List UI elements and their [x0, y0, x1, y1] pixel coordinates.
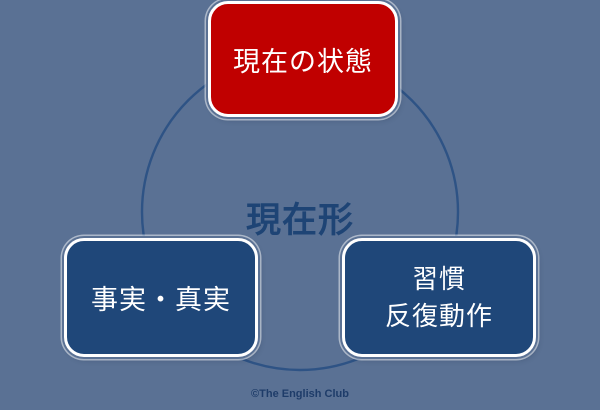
node-habit-line1: 習慣: [411, 263, 466, 294]
node-habit-repetition: 習慣 反復動作: [342, 238, 536, 357]
node-fact-truth: 事実・真実: [64, 238, 258, 357]
node-fact-truth-label: 事実・真実: [91, 285, 231, 315]
center-label: 現在形: [245, 201, 354, 240]
node-habit-line2: 反復動作: [384, 300, 493, 331]
node-current-state-label: 現在の状態: [233, 46, 373, 77]
copyright-text: ©The English Club: [251, 388, 349, 400]
node-current-state: 現在の状態: [208, 1, 398, 117]
